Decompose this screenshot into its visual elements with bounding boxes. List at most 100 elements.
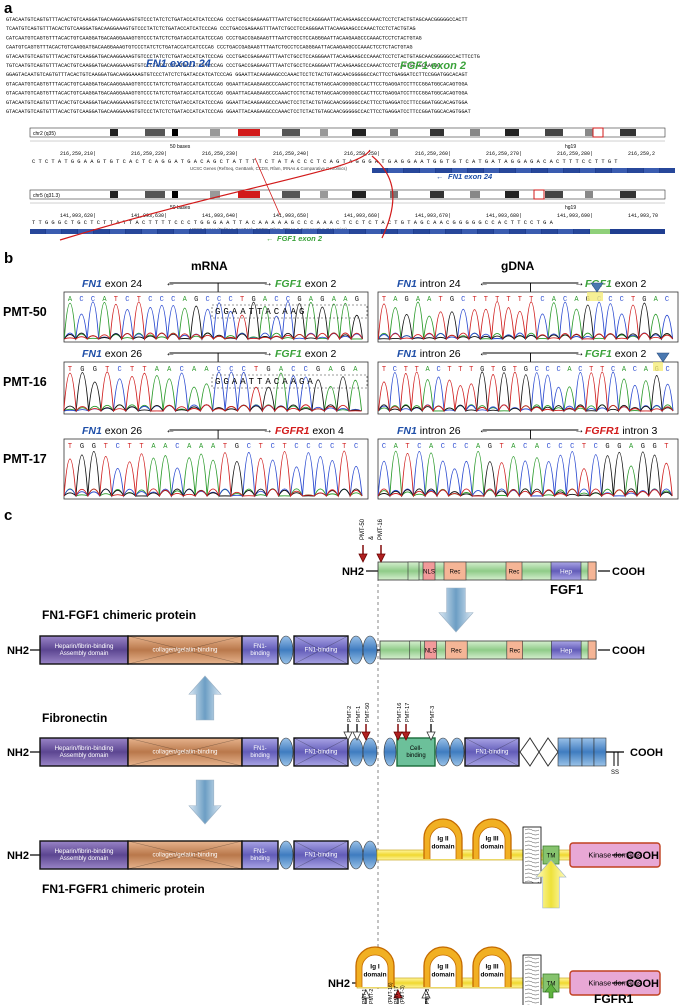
mrna-title: mRNA xyxy=(191,259,228,273)
svg-text:A: A xyxy=(279,366,284,374)
svg-text:C: C xyxy=(608,296,612,304)
svg-text:←: ← xyxy=(479,278,489,289)
svg-text:C: C xyxy=(91,296,95,304)
svg-text:T: T xyxy=(404,366,408,374)
svg-text:A: A xyxy=(163,443,168,451)
svg-text:C: C xyxy=(247,443,251,451)
svg-text:A: A xyxy=(394,443,399,451)
svg-text:SS: SS xyxy=(611,770,619,776)
svg-text:FN1 intron 26: FN1 intron 26 xyxy=(397,348,461,360)
svg-text:A: A xyxy=(309,296,314,304)
svg-text:GGAATTACAAGA: GGAATTACAAGA xyxy=(215,377,316,387)
svg-text:Ig I: Ig I xyxy=(370,964,380,971)
svg-text:A: A xyxy=(644,366,649,374)
svg-text:←: ← xyxy=(479,425,489,436)
svg-text:TM: TM xyxy=(547,854,556,860)
svg-text:PMT-3: PMT-3 xyxy=(425,989,431,1004)
svg-text:A: A xyxy=(151,443,156,451)
svg-text:T: T xyxy=(631,296,635,304)
svg-text:Ig II: Ig II xyxy=(437,964,448,971)
coordinate-label: 216,259,240| xyxy=(273,151,309,157)
svg-text:Heparin/fibrin-binding: Heparin/fibrin-binding xyxy=(55,848,114,855)
panel-c-letter: c xyxy=(4,507,12,524)
svg-text:C: C xyxy=(578,366,582,374)
svg-text:T: T xyxy=(223,443,227,451)
svg-text:G: G xyxy=(642,296,646,304)
svg-text:NH2: NH2 xyxy=(7,850,29,862)
svg-text:collagen/gelatin-binding: collagen/gelatin-binding xyxy=(152,852,218,859)
svg-text:G: G xyxy=(93,366,97,374)
svg-text:T: T xyxy=(139,443,143,451)
svg-text:C: C xyxy=(79,296,83,304)
svg-text:A: A xyxy=(263,296,268,304)
svg-text:Rec: Rec xyxy=(509,570,520,576)
svg-text:PMT-50: PMT-50 xyxy=(360,518,366,540)
svg-text:FGF1 exon 2: FGF1 exon 2 xyxy=(585,348,646,360)
alignment-line: GTACAATGTCAGTGTTTACACTGTCAAGGATGACAAGGAA… xyxy=(6,100,469,106)
coordinate-label: 216,259,230| xyxy=(202,151,238,157)
svg-text:A: A xyxy=(68,296,73,304)
svg-text:binding: binding xyxy=(406,753,425,759)
track-note-fn1: UCSC Genes (RefSeq, GenBank, CCDS, Rfam,… xyxy=(190,166,347,171)
svg-text:NLS: NLS xyxy=(423,570,435,576)
svg-text:G: G xyxy=(641,443,645,451)
svg-text:→: → xyxy=(263,425,273,436)
svg-text:G: G xyxy=(80,366,84,374)
svg-text:FN1 exon 26: FN1 exon 26 xyxy=(82,425,142,437)
svg-text:C: C xyxy=(242,366,246,374)
svg-text:C: C xyxy=(452,443,456,451)
genome-browser-fn1: chr2 (q35) 50 bases hg19 216,259,210|216… xyxy=(29,127,675,181)
svg-text:FGF1 exon 2: FGF1 exon 2 xyxy=(275,348,336,360)
svg-text:FN1-binding: FN1-binding xyxy=(476,750,509,756)
svg-text:G: G xyxy=(297,296,301,304)
coordinate-label: 141,993,680| xyxy=(486,213,522,219)
svg-text:Ig II: Ig II xyxy=(437,836,448,843)
svg-text:PMT-2: PMT-2 xyxy=(347,706,353,722)
svg-text:A: A xyxy=(511,443,516,451)
svg-text:COOH: COOH xyxy=(626,978,659,990)
svg-text:FN1-binding: FN1-binding xyxy=(305,853,338,859)
svg-text:A: A xyxy=(187,443,192,451)
svg-text:A: A xyxy=(476,443,481,451)
svg-text:A: A xyxy=(155,366,160,374)
svg-text:Ig III: Ig III xyxy=(486,836,499,843)
coordinate-label: 141,993,650| xyxy=(273,213,309,219)
svg-text:T: T xyxy=(518,296,522,304)
ref-seq-fgf1: T T G G G C T G C T C T T A T T A C T T … xyxy=(32,220,554,226)
svg-text:COOH: COOH xyxy=(612,645,645,657)
svg-text:C: C xyxy=(217,366,221,374)
svg-text:G: G xyxy=(194,296,198,304)
svg-text:T: T xyxy=(142,366,146,374)
svg-text:A: A xyxy=(199,443,204,451)
svg-text:C: C xyxy=(160,296,164,304)
svg-text:NH2: NH2 xyxy=(328,978,350,990)
svg-text:C: C xyxy=(354,443,358,451)
svg-text:T: T xyxy=(68,443,72,451)
svg-text:A: A xyxy=(629,443,634,451)
junction-line-2 xyxy=(371,155,394,239)
svg-text:T: T xyxy=(254,366,258,374)
svg-text:collagen/gelatin-binding: collagen/gelatin-binding xyxy=(152,749,218,756)
svg-text:T: T xyxy=(405,443,409,451)
alignment-line: CATCAATGTCAGTGTTTACACTGTCAAGGATGACAAGGAA… xyxy=(6,35,422,41)
svg-text:C: C xyxy=(523,443,527,451)
chrom-label-fn1: chr2 (q35) xyxy=(33,131,56,137)
coordinate-label: 216,259,2 xyxy=(628,151,655,157)
svg-text:domain: domain xyxy=(480,972,503,979)
svg-text:T: T xyxy=(513,366,517,374)
alignment-line: GGAGTACAATGTCAGTGTTTACACTGTCAAGGATGACAAG… xyxy=(6,72,468,78)
svg-text:T: T xyxy=(104,443,108,451)
svg-text:G: G xyxy=(80,443,84,451)
svg-text:A: A xyxy=(204,366,209,374)
svg-text:T: T xyxy=(415,366,419,374)
svg-text:G: G xyxy=(355,296,359,304)
svg-text:Heparin/fibrin-binding: Heparin/fibrin-binding xyxy=(55,745,114,752)
svg-text:Cell-: Cell- xyxy=(410,746,422,752)
coordinate-label: 141,993,670| xyxy=(415,213,451,219)
svg-text:T: T xyxy=(506,296,510,304)
svg-text:binding: binding xyxy=(250,651,269,657)
svg-text:C: C xyxy=(540,296,544,304)
